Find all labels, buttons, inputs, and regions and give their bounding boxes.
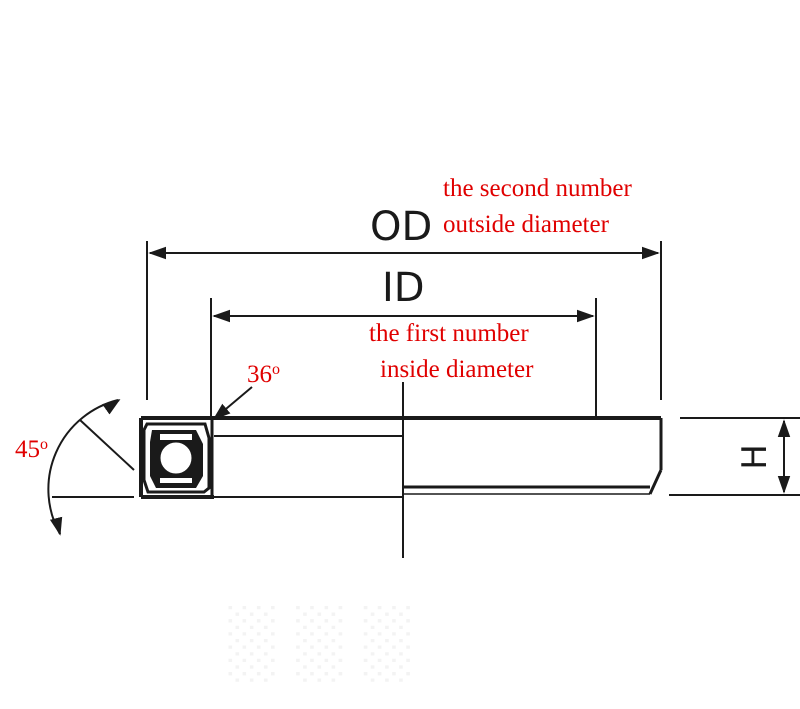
id-note-line2: inside diameter [380, 356, 534, 383]
angle-36-value: 36 [247, 361, 272, 388]
chamfer-outer-angle [47, 399, 135, 535]
od-note-line1: the second number [443, 175, 632, 202]
angle-45-unit: o [40, 436, 48, 453]
angle-36-unit: o [272, 361, 280, 378]
chamfer-inner-leader [212, 386, 253, 421]
angle-45-label: 45o [15, 436, 48, 463]
angle-36-label: 36o [247, 361, 280, 388]
h-label: H [734, 444, 775, 470]
bearing-body [139, 416, 663, 499]
od-note-line2: outside diameter [443, 211, 609, 238]
od-label: OD [370, 204, 433, 250]
angle-45-value: 45 [15, 436, 40, 463]
id-label: ID [382, 265, 425, 311]
id-note-line1: the first number [369, 320, 529, 347]
ball [157, 439, 195, 477]
ball-race-section [142, 422, 211, 494]
watermark: ░░░ [225, 601, 428, 679]
